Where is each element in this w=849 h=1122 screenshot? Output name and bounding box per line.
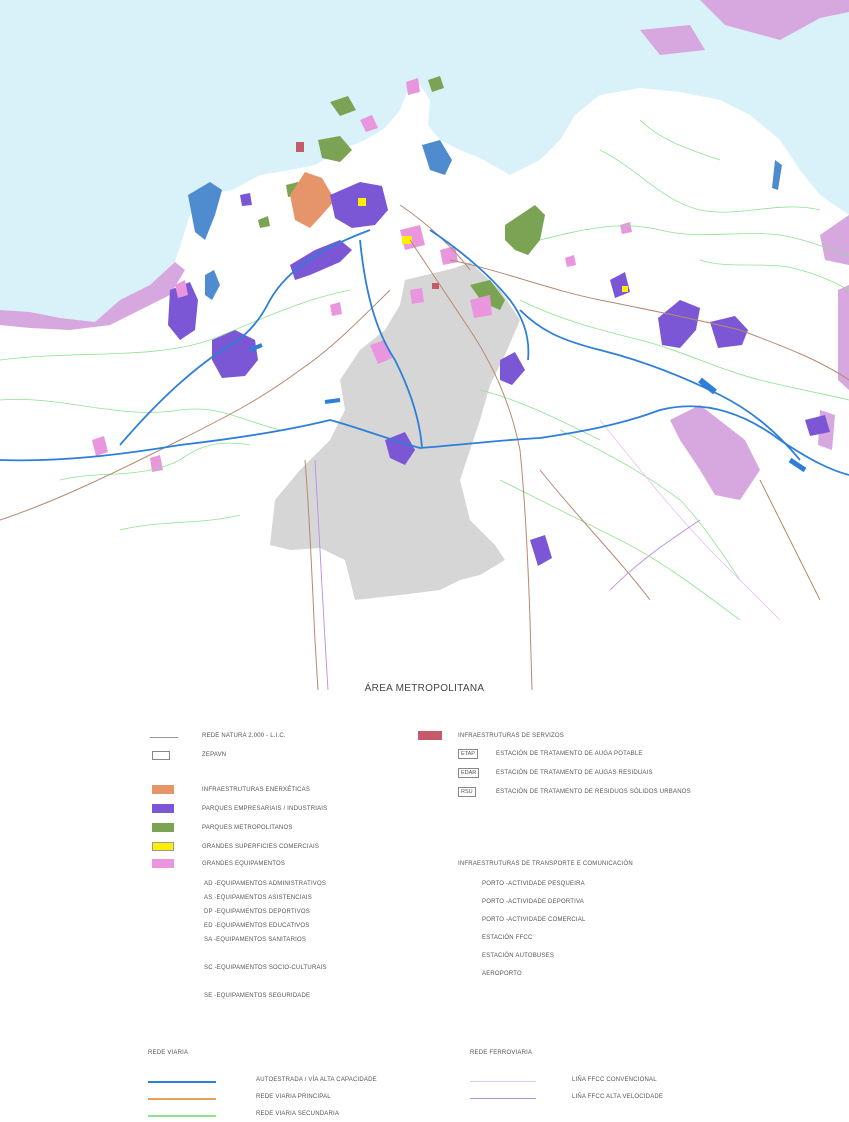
legend-lic: REDE NATURA 2.000 - L.I.C. bbox=[202, 733, 286, 739]
lic-zones bbox=[0, 0, 849, 500]
motorway-line bbox=[148, 1081, 216, 1083]
rail-lines bbox=[314, 419, 781, 690]
secondary-roads bbox=[0, 119, 849, 621]
grey-zone bbox=[270, 262, 520, 600]
service-infrastructure bbox=[296, 142, 439, 289]
legend-main-road: REDE VIARIA PRINCIPAL bbox=[256, 1094, 331, 1100]
legend-industrial: PARQUES EMPRESARIAIS / INDUSTRIAIS bbox=[202, 806, 328, 812]
services-swatch bbox=[418, 731, 442, 740]
blue-features bbox=[188, 140, 782, 300]
legend-eq-item: SA -EQUIPAMENTOS SANITARIOS bbox=[204, 937, 307, 943]
etap-abbr: ETAP bbox=[458, 749, 478, 759]
energy-swatch bbox=[152, 785, 174, 794]
energy-infrastructure bbox=[290, 172, 335, 228]
legend-transport-item: PORTO -ACTIVIDADE PESQUEIRA bbox=[482, 881, 585, 887]
legend-eq-item: AD -EQUIPAMENTOS ADMINISTRATIVOS bbox=[204, 881, 327, 887]
legend-zepavn: ZEPAVN bbox=[202, 752, 227, 758]
legend-transport-item: PORTO -ACTIVIDADE DEPORTIVA bbox=[482, 899, 584, 905]
motorways bbox=[0, 229, 849, 476]
legend-eq-item: AS -EQUIPAMENTOS ASISTENCIAIS bbox=[204, 895, 312, 901]
rail-conventional-line bbox=[470, 1081, 536, 1082]
legend-parks: PARQUES METROPOLITANOS bbox=[202, 825, 293, 831]
industrial-parks bbox=[168, 182, 830, 566]
legend-transport-item: ESTACIÓN AUTOBUSES bbox=[482, 953, 555, 959]
parks-swatch bbox=[152, 823, 174, 832]
legend-rail-conventional: LIÑA FFCC CONVENCIONAL bbox=[572, 1077, 657, 1083]
rsu-abbr: RSU bbox=[458, 787, 476, 797]
edar-abbr: EDAR bbox=[458, 768, 480, 778]
legend-services: INFRAESTRUTURAS DE SERVIZOS bbox=[458, 733, 564, 739]
legend-transport-item: AEROPORTO bbox=[482, 971, 522, 977]
legend-etap: ESTACIÓN DE TRATAMENTO DE AUGA POTABLE bbox=[496, 751, 643, 757]
legend-motorway: AUTOESTRADA / VÍA ALTA CAPACIDADE bbox=[256, 1077, 377, 1083]
legend-eq-item: SC -EQUIPAMENTOS SOCIO-CULTURAIS bbox=[204, 965, 327, 971]
legend-secondary-road: REDE VIARIA SECUNDARIA bbox=[256, 1111, 340, 1117]
commercial-areas bbox=[358, 198, 628, 292]
legend-equipment: GRANDES EQUIPAMENTOS bbox=[202, 861, 286, 867]
commercial-swatch bbox=[152, 842, 174, 851]
metropolitan-map bbox=[0, 0, 849, 690]
legend-transport-title: INFRAESTRUTURAS DE TRANSPORTE E COMUNICA… bbox=[458, 861, 633, 867]
legend-energy: INFRAESTRUTURAS ENERXÉTICAS bbox=[202, 787, 311, 793]
lic-swatch bbox=[150, 737, 178, 738]
legend-rsu: ESTACIÓN DE TRATAMENTO DE RESIDUOS SÓLID… bbox=[496, 789, 691, 795]
legend-roads-title: REDE VIARIA bbox=[148, 1050, 189, 1056]
legend-commercial: GRANDES SUPERFICIES COMERCIAIS bbox=[202, 844, 320, 850]
legend-transport-item: PORTO -ACTIVIDADE COMERCIAL bbox=[482, 917, 586, 923]
legend-eq-item: ED -EQUIPAMENTOS EDUCATIVOS bbox=[204, 923, 310, 929]
legend-transport-item: ESTACIÓN FFCC bbox=[482, 935, 533, 941]
legend-rail-title: REDE FERROVIARIA bbox=[470, 1050, 533, 1056]
zepavn-swatch bbox=[152, 751, 170, 760]
legend-eq-item: SE -EQUIPAMENTOS SEGURIDADE bbox=[204, 993, 311, 999]
secondary-road-line bbox=[148, 1115, 216, 1117]
map-title: ÁREA METROPOLITANA bbox=[364, 683, 485, 694]
rail-hsl-line bbox=[470, 1098, 536, 1099]
main-road-line bbox=[148, 1098, 216, 1100]
legend-eq-item: DP -EQUIPAMENTOS DEPORTIVOS bbox=[204, 909, 310, 915]
legend-rail-hsl: LIÑA FFCC ALTA VELOCIDADE bbox=[572, 1094, 664, 1100]
equipment-swatch bbox=[152, 859, 174, 868]
legend-edar: ESTACIÓN DE TRATAMENTO DE AUGAS RESIDUAI… bbox=[496, 770, 653, 776]
industrial-swatch bbox=[152, 804, 174, 813]
